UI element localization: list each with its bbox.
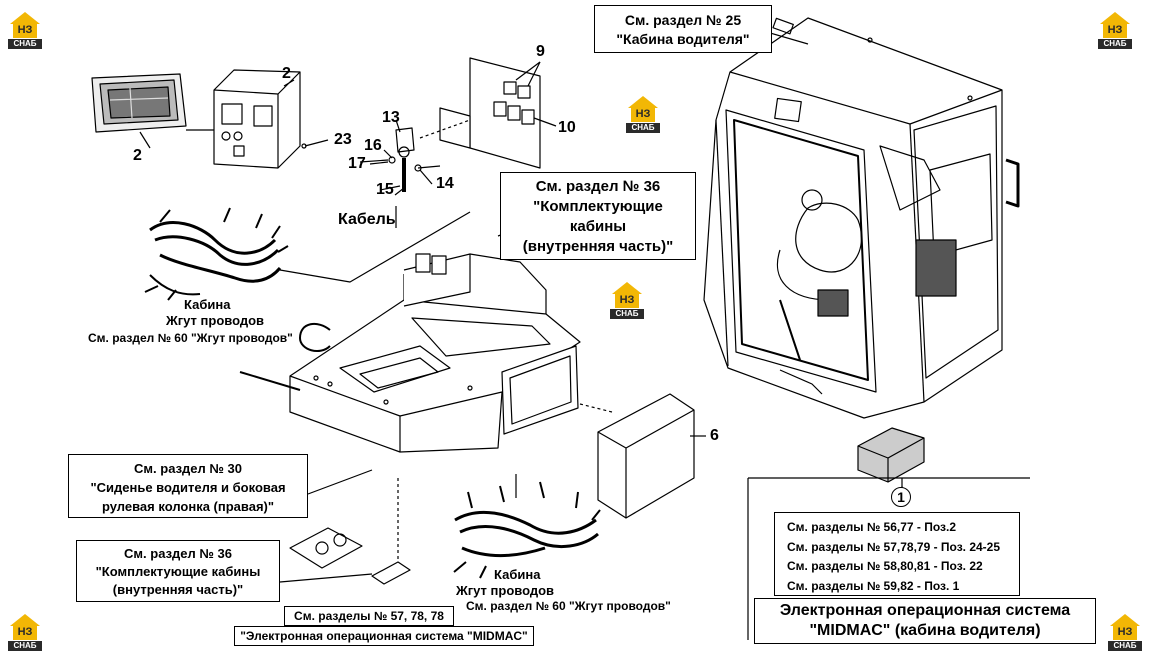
wire-harness-top (144, 207, 471, 301)
cable-label: Кабель (338, 211, 396, 228)
harness-top-ref: См. раздел № 60 "Жгут проводов" (88, 331, 293, 345)
ref-seat-line3: рулевая колонка (правая)" (101, 499, 275, 514)
callout-15: 15 (376, 181, 394, 198)
ref-midmac-sections: См. разделы № 57, 78, 78 (284, 606, 454, 626)
ref-eos-box: Электронная операционная система "MIDMAC… (754, 598, 1096, 644)
callout-2-unit: 2 (282, 65, 291, 82)
ref-list-item: См. разделы № 58,80,81 - Поз. 22 (787, 559, 983, 573)
harness-bottom-ref: См. раздел № 60 "Жгут проводов" (466, 599, 671, 613)
ref-eos-line1: Электронная операционная система (779, 602, 1071, 619)
harness-top-title: Кабина (184, 297, 231, 312)
callout-2-display: 2 (133, 147, 142, 164)
callout-13: 13 (382, 109, 400, 126)
ref-interior-line1: См. раздел № 36 (535, 178, 661, 195)
callout-16: 16 (364, 137, 382, 154)
mounting-plates (289, 478, 411, 585)
ref-interior-line2: "Комплектующие (533, 198, 663, 215)
ref-eos-line2: "MIDMAC" (кабина водителя) (809, 622, 1041, 639)
callout-14: 14 (436, 175, 454, 192)
ref-interior2-line1: См. раздел № 36 (124, 546, 232, 561)
ref-interior2-line2: "Комплектующие кабины (95, 564, 261, 579)
callout-23: 23 (334, 131, 352, 148)
ref-interior2-box: См. раздел № 36 "Комплектующие кабины (в… (76, 540, 280, 602)
ref-cab-line1: См. раздел № 25 (624, 12, 742, 28)
ref-seat-line1: См. раздел № 30 (134, 461, 242, 476)
ref-list-item: См. разделы № 56,77 - Поз.2 (787, 520, 956, 534)
ref-seat-box: См. раздел № 30 "Сиденье водителя и боко… (68, 454, 308, 518)
ref-interior-box: См. раздел № 36 "Комплектующие кабины (в… (500, 172, 696, 260)
control-unit (186, 69, 301, 169)
wire-harness-bottom (453, 474, 601, 579)
operator-cab (703, 17, 1020, 419)
callout-17: 17 (348, 155, 366, 172)
callout-6: 6 (710, 427, 719, 444)
ref-interior-line3: кабины (569, 218, 627, 235)
callout-1: 1 (891, 487, 911, 507)
ref-interior2-line3: (внутренняя часть)" (112, 582, 244, 597)
ref-cab-box: См. раздел № 25 "Кабина водителя" (594, 5, 772, 53)
gasket-frame (501, 345, 579, 435)
enclosure-box (579, 393, 695, 519)
ref-seat-line2: "Сиденье водителя и боковая (90, 480, 286, 495)
seat-base (239, 253, 581, 453)
ref-midmac-title: "Электронная операционная система "MIDMA… (234, 626, 534, 646)
callout-10: 10 (558, 119, 576, 136)
ref-list-item: См. разделы № 57,78,79 - Поз. 24-25 (787, 539, 1001, 554)
electronics-case (857, 427, 925, 492)
harness-bottom-title: Кабина (494, 567, 541, 582)
callout-9: 9 (536, 43, 545, 60)
harness-top-subtitle: Жгут проводов (166, 313, 265, 328)
pin (301, 139, 329, 149)
bracket-assembly (359, 127, 441, 196)
ref-list-item: См. разделы № 59,82 - Поз. 1 (787, 578, 960, 593)
ref-cab-line2: "Кабина водителя" (616, 31, 750, 47)
display-monitor (91, 73, 187, 133)
relay-panel (419, 57, 541, 169)
ref-list-box: См. разделы № 56,77 - Поз.2 См. разделы … (774, 512, 1020, 596)
ref-interior-line4: (внутренняя часть)" (522, 238, 674, 255)
harness-bottom-subtitle: Жгут проводов (456, 583, 555, 598)
